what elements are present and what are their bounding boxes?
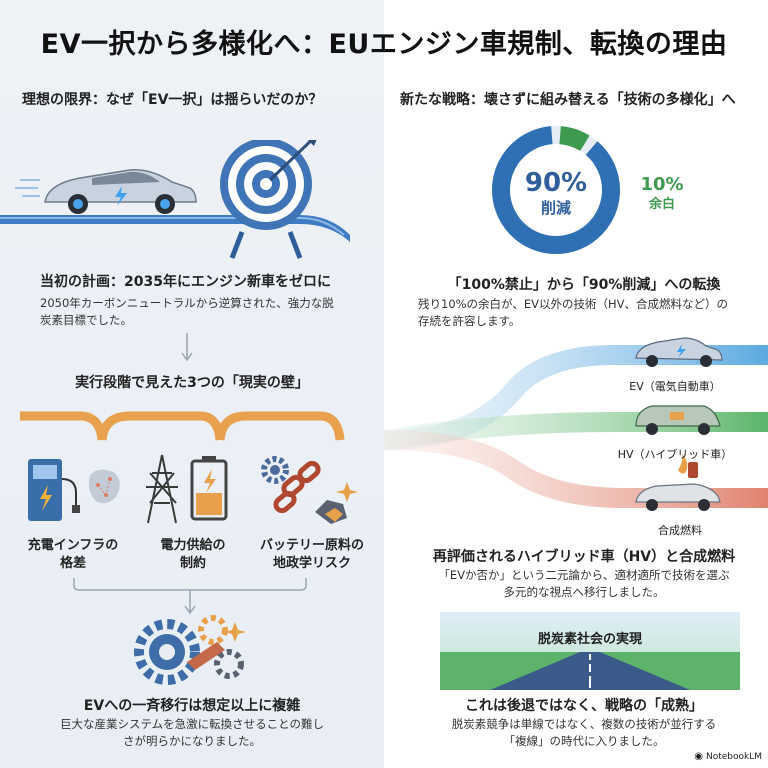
left-conclusion-line: さが明らかになりました。 — [123, 734, 261, 748]
wall-label-battery: バッテリー原料の 地政学リスク — [252, 537, 372, 573]
wall-label-line: 電力供給の — [160, 538, 226, 553]
donut-side-text: 余白 — [648, 197, 675, 212]
reeval-body: 「EVか否か」という二元論から、適材適所で技術を選ぶ 多元的な視点へ移行しました… — [400, 567, 768, 601]
left-conclusion-body: 巨大な産業システムを急激に転換させることの難し さが明らかになりました。 — [0, 716, 384, 750]
complex-gears-icon — [134, 615, 246, 685]
donut-side-value: 10% — [640, 174, 684, 195]
initial-plan-body: 2050年カーボンニュートラルから逆算された、強力な脱炭素目標でした。 — [40, 296, 334, 327]
donut-center-label: 90% 削減 — [516, 168, 596, 218]
footer-text: NotebookLM — [705, 751, 762, 762]
right-conclusion-title: これは後退ではなく、戦略の「成熟」 — [465, 698, 703, 714]
donut-side-label: 10% 余白 — [632, 174, 692, 214]
ev-car-icon — [44, 169, 197, 214]
wall-label-line: 制約 — [179, 556, 206, 571]
notebooklm-footer: ◉ NotebookLM — [694, 751, 762, 762]
synfuel-path — [384, 430, 768, 508]
left-conclusion-title: EVへの一斉移行は想定以上に複雑 — [83, 698, 301, 714]
left-conclusion-line: 巨大な産業システムを急激に転換させることの難し — [59, 717, 325, 731]
donut-main-value: 90% — [524, 168, 588, 198]
reeval-line: 「EVか否か」という二元論から、適材適所で技術を選ぶ — [438, 568, 730, 582]
ev-target-illustration — [0, 140, 350, 259]
donut-side-arc — [559, 126, 590, 152]
wall-label-power: 電力供給の 制約 — [138, 537, 248, 573]
diverging-paths-illustration — [384, 337, 768, 511]
reeval-title: 再評価されるハイブリッド車（HV）と合成燃料 — [432, 549, 736, 565]
reduction-donut-chart — [492, 126, 620, 254]
hv-car-small-icon — [635, 405, 721, 435]
reeval-line: 多元的な視点へ移行しました。 — [503, 585, 665, 599]
orange-path-arcs — [20, 411, 345, 441]
chain-gear-icon — [261, 456, 358, 524]
left-heading: 理想の限界：なぜ「EV一択」は揺らいだのか？ — [22, 92, 323, 108]
wall-label-charging: 充電インフラの 格差 — [18, 537, 128, 573]
shift-title: 「100%禁止」から「90%削減」への転換 — [447, 277, 721, 293]
wall-label-line: 充電インフラの — [27, 538, 119, 553]
donut-main-arc — [492, 126, 620, 254]
target-icon — [220, 140, 317, 259]
shift-body: 残り10%の余白が、EV以外の技術（HV、合成燃料など）の存続を許容します。 — [418, 297, 728, 328]
synfuel-car-small-icon — [635, 454, 721, 511]
wall-label-line: バッテリー原料の — [259, 538, 364, 553]
path-label-ev: EV（電気自動車） — [629, 380, 721, 393]
right-heading: 新たな戦略：壊さずに組み替える「技術の多様化」へ — [400, 92, 736, 108]
bracket-connector — [73, 578, 307, 615]
wall-label-line: 格差 — [59, 556, 86, 571]
notebooklm-logo-icon: ◉ — [694, 751, 703, 762]
path-label-synfuel: 合成燃料 — [658, 524, 702, 537]
right-conclusion-body: 脱炭素競争は単線ではなく、複数の技術が並行する 「複線」の時代に入りました。 — [400, 716, 768, 750]
road-to-decarbonization-illustration — [440, 612, 740, 690]
walls-heading: 実行段階で見えた3つの「現実の壁」 — [75, 375, 309, 391]
donut-main-label: 削減 — [540, 199, 571, 217]
left-panel-background — [0, 0, 384, 768]
page-title: EV一択から多様化へ：EUエンジン車規制、転換の理由 — [40, 29, 728, 60]
ev-car-small-icon — [635, 337, 723, 367]
down-arrow-icon — [181, 333, 193, 362]
charging-station-icon — [28, 459, 120, 521]
road-label: 脱炭素社会の実現 — [537, 632, 642, 647]
right-conclusion-line: 脱炭素競争は単線ではなく、複数の技術が並行する — [451, 717, 717, 731]
power-tower-icon — [146, 454, 228, 524]
path-label-hv: HV（ハイブリッド車） — [617, 448, 733, 461]
right-conclusion-line: 「複線」の時代に入りました。 — [503, 734, 665, 748]
wall-label-line: 地政学リスク — [272, 556, 351, 571]
initial-plan-title: 当初の計画：2035年にエンジン新車をゼロに — [40, 274, 331, 290]
